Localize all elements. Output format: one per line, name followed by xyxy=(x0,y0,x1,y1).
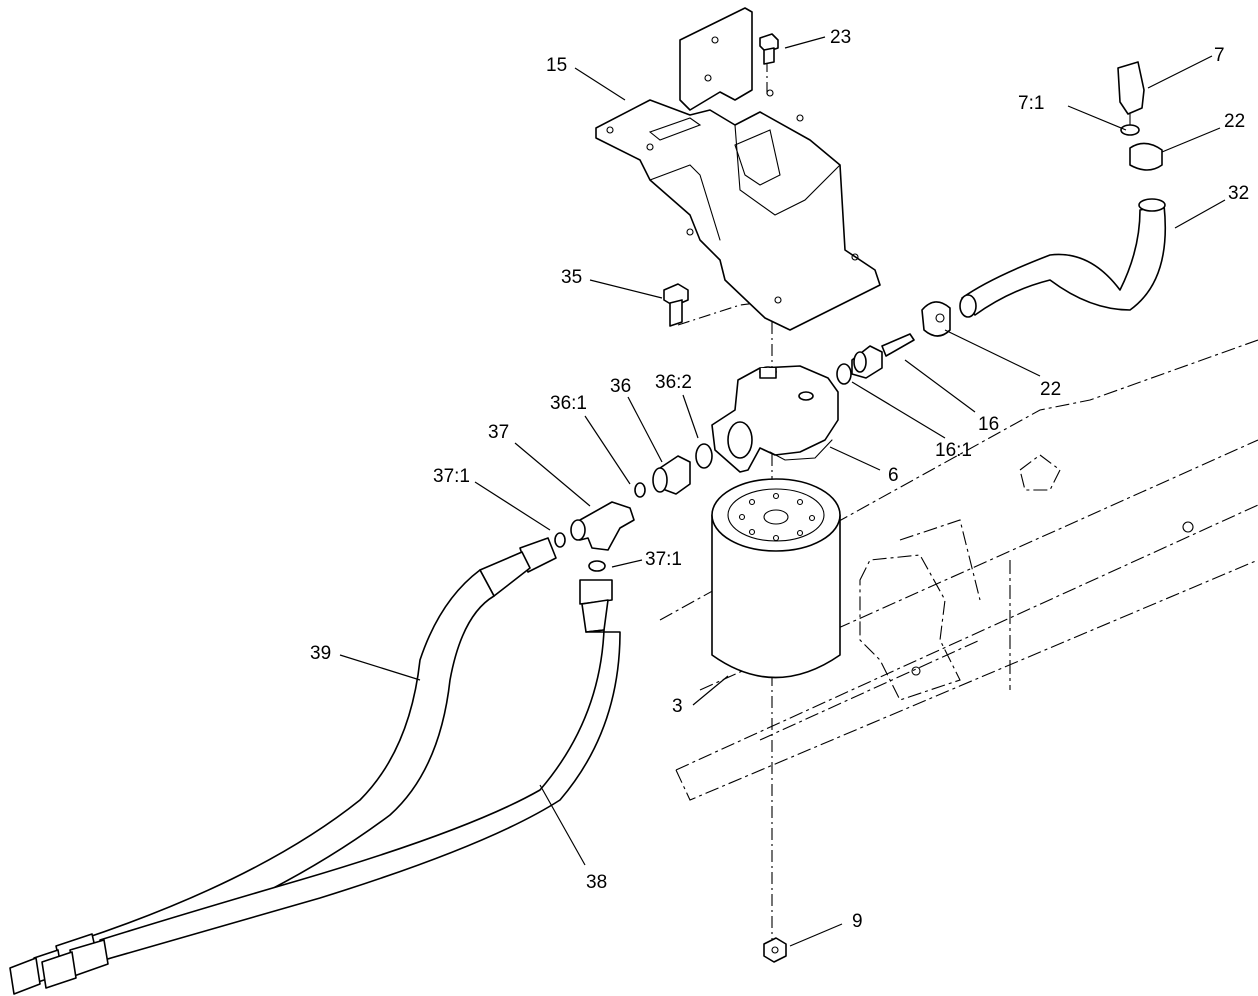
clamp-22-top xyxy=(1129,142,1163,171)
callout-16: 16 xyxy=(978,414,999,435)
fuel-filter-element xyxy=(711,478,841,679)
callout-labels: 15 23 7 7:1 22 32 35 22 36 36:2 36:1 37 … xyxy=(310,27,1249,932)
hydraulic-hose-39 xyxy=(9,537,557,995)
fitting-7 xyxy=(1117,61,1145,136)
callout-36-2: 36:2 xyxy=(655,372,692,393)
callout-37-1-right: 37:1 xyxy=(645,549,682,570)
clamp-22-middle xyxy=(921,301,951,337)
callout-6: 6 xyxy=(888,465,899,486)
nut-9 xyxy=(763,937,787,963)
callout-16-1: 16:1 xyxy=(935,440,972,461)
filter-head xyxy=(711,365,839,473)
callout-36-1: 36:1 xyxy=(550,393,587,414)
tee-fitting-37 xyxy=(554,501,635,572)
mounting-bracket xyxy=(595,7,881,331)
callout-22-top: 22 xyxy=(1224,111,1245,132)
leader-lines xyxy=(339,36,1226,947)
hydraulic-hose-38 xyxy=(41,579,621,989)
callout-15: 15 xyxy=(546,55,567,76)
fuel-hose-32 xyxy=(959,198,1167,318)
adapter-36 xyxy=(634,443,713,498)
callout-22-middle: 22 xyxy=(1040,379,1061,400)
bolt-23 xyxy=(759,33,779,65)
callout-7-1: 7:1 xyxy=(1018,93,1044,114)
bolt-35 xyxy=(663,283,689,327)
callout-3: 3 xyxy=(672,696,683,717)
fitting-16 xyxy=(836,333,915,385)
callout-36: 36 xyxy=(610,376,631,397)
callout-39: 39 xyxy=(310,643,331,664)
frame-rail-phantom xyxy=(659,339,1258,801)
callout-35: 35 xyxy=(561,267,582,288)
callout-37: 37 xyxy=(488,422,509,443)
callout-9: 9 xyxy=(852,911,863,932)
callout-38: 38 xyxy=(586,872,607,893)
callout-7: 7 xyxy=(1214,45,1225,66)
callout-23: 23 xyxy=(830,27,851,48)
callout-32: 32 xyxy=(1228,183,1249,204)
callout-37-1-left: 37:1 xyxy=(433,466,470,487)
